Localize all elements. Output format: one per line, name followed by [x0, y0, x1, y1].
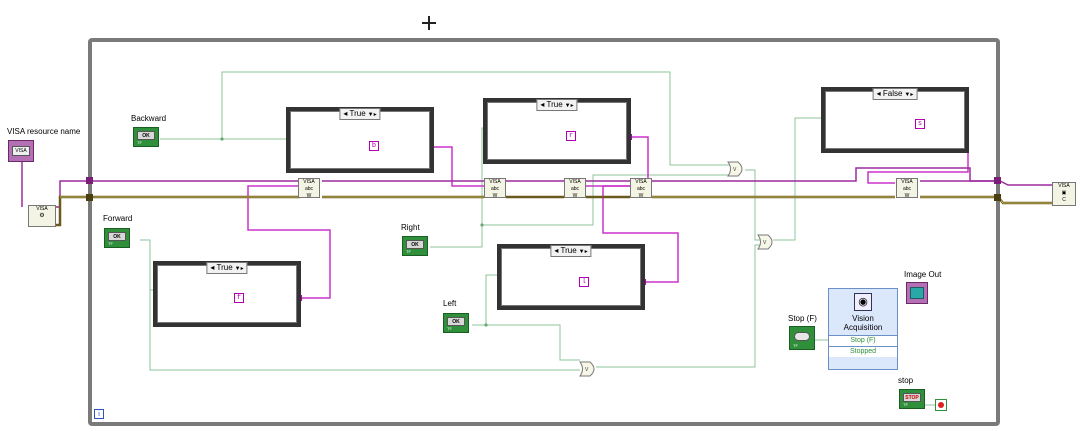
case-structure-left[interactable]: ◂ True▼▸: [497, 244, 645, 310]
visa-node-icon: VISA: [36, 206, 48, 212]
string-constant-s: s: [915, 119, 925, 129]
image-out-indicator[interactable]: [906, 282, 928, 304]
left-button-face: OK: [447, 317, 465, 326]
visa-node-glyph-icon: ⚙: [39, 213, 45, 219]
tunnel-left-error: [86, 194, 93, 201]
string-constant-r: r: [566, 131, 576, 141]
right-tf: TF: [406, 249, 411, 254]
vision-row-stopped[interactable]: Stopped: [829, 346, 897, 357]
case-selector[interactable]: ◂ True▼▸: [550, 245, 592, 257]
backward-label: Backward: [131, 114, 167, 123]
crosshair-cursor-icon: [422, 16, 436, 30]
tunnel-right-visa: [994, 177, 1001, 184]
right-label: Right: [401, 223, 420, 232]
visa-close-icon: VISA▣C: [1058, 183, 1070, 203]
left-tf: TF: [447, 326, 452, 331]
or-gate-icon: [757, 234, 773, 250]
or-gate-icon: [579, 361, 595, 377]
case-selector[interactable]: ◂ True▼▸: [536, 99, 578, 111]
right-button[interactable]: OK TF: [402, 236, 428, 256]
case-selector[interactable]: ◂ True▼▸: [206, 262, 248, 274]
visa-resource-label: VISA resource name: [7, 127, 81, 136]
left-button[interactable]: OK TF: [443, 313, 469, 333]
vision-row-stop[interactable]: Stop (F): [829, 335, 897, 346]
forward-tf: TF: [108, 241, 113, 246]
camera-icon: ◉: [854, 293, 872, 311]
case-structure-backward[interactable]: ◂ True▼▸: [286, 107, 434, 173]
backward-tf: TF: [137, 140, 142, 145]
boolean-wire: [596, 244, 760, 368]
boolean-wire: [745, 169, 760, 241]
vision-row-stop-text: Stop (F): [850, 337, 876, 344]
boolean-wire: [140, 239, 580, 371]
image-display-icon: [910, 287, 924, 299]
error-wire: [55, 195, 300, 227]
or-gate-icon: [727, 161, 743, 177]
visa-resource-wire: [920, 180, 1052, 186]
visa-resource-wire: [55, 180, 300, 208]
stop-button-face: STOP: [903, 393, 921, 402]
visa-resource-control[interactable]: VISA: [8, 140, 34, 162]
backward-button-face: OK: [137, 131, 155, 140]
svg-text:V: V: [585, 367, 589, 373]
boolean-wire: [482, 174, 730, 226]
error-wire: [920, 195, 1052, 205]
boolean-wire: [773, 117, 823, 241]
tunnel-right-error: [994, 194, 1001, 201]
stop-f-toggle-icon: [794, 332, 810, 341]
boolean-wire: [472, 274, 500, 326]
svg-text:V: V: [733, 167, 737, 173]
iteration-terminal: i: [94, 409, 104, 419]
tunnel-left-visa: [86, 177, 93, 184]
stop-f-label: Stop (F): [788, 314, 817, 323]
visa-control-face: VISA: [12, 146, 30, 156]
forward-button-face: OK: [108, 232, 126, 241]
stop-tf: TF: [903, 402, 908, 407]
visa-configure-serial-node[interactable]: VISA ⚙: [28, 205, 56, 227]
case-structure-right[interactable]: ◂ True▼▸: [483, 98, 631, 164]
string-constant-b: b: [369, 141, 379, 151]
loop-condition-icon[interactable]: [935, 399, 947, 411]
svg-text:V: V: [763, 240, 767, 246]
iteration-terminal-text: i: [98, 411, 100, 418]
stop-f-button[interactable]: TF: [789, 326, 815, 350]
visa-close-node[interactable]: VISA▣C: [1052, 182, 1076, 206]
left-label: Left: [443, 299, 457, 308]
vision-title-1: Vision: [852, 314, 874, 323]
string-constant-l: l: [579, 277, 589, 287]
boolean-wire: [486, 324, 580, 361]
right-button-face: OK: [406, 240, 424, 249]
case-selector[interactable]: ◂ False▼▸: [872, 88, 918, 100]
case-structure-stop[interactable]: ◂ False▼▸: [821, 87, 969, 153]
forward-button[interactable]: OK TF: [104, 228, 130, 248]
boolean-wire: [430, 127, 487, 248]
vision-title-2: Acquisition: [843, 323, 883, 332]
stop-button[interactable]: STOP TF: [899, 389, 925, 409]
stop-label: stop: [898, 376, 914, 385]
string-wire: [244, 185, 331, 299]
case-selector[interactable]: ◂ True▼▸: [339, 108, 381, 120]
boolean-wire: [221, 71, 730, 166]
forward-label: Forward: [103, 214, 133, 223]
case-structure-forward[interactable]: ◂ True▼▸: [153, 261, 301, 327]
stop-f-tf: TF: [793, 343, 798, 348]
while-loop[interactable]: [88, 38, 1000, 426]
vision-row-stopped-text: Stopped: [849, 348, 877, 355]
image-out-label: Image Out: [904, 270, 942, 279]
string-constant-f: f: [234, 293, 244, 303]
backward-button[interactable]: OK TF: [133, 127, 159, 147]
string-wire: [590, 185, 679, 283]
vision-acquisition-express-vi[interactable]: ◉ Vision Acquisition Stop (F) Stopped: [828, 288, 898, 370]
